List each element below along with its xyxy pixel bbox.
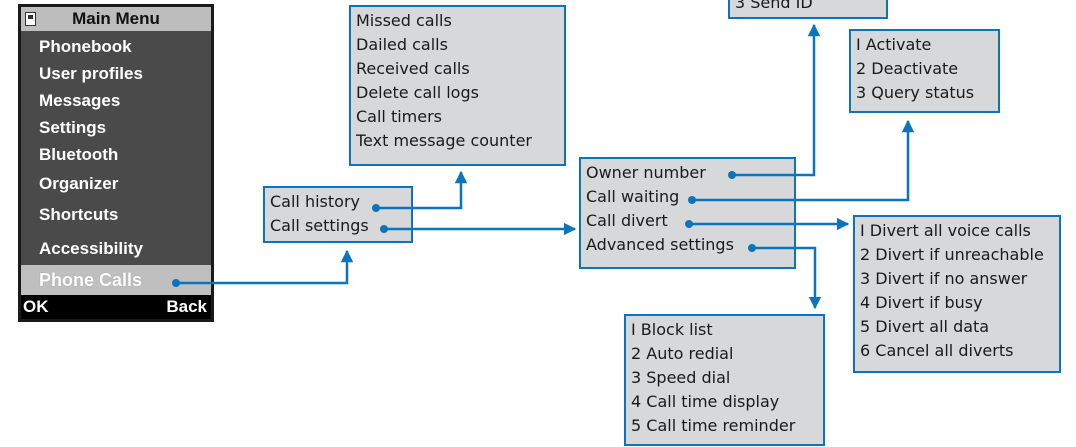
dot-phone-calls — [172, 279, 180, 287]
menu-item-shortcuts[interactable]: Shortcuts — [39, 205, 119, 224]
dot-owner-number — [728, 171, 736, 179]
missed-calls-item[interactable]: Missed calls — [356, 11, 452, 30]
softkey-bar: OK Back — [21, 295, 211, 319]
call-history-menu-box: Missed calls Dailed calls Received calls… — [349, 5, 566, 166]
connector-owner-number — [732, 23, 821, 177]
call-waiting-menu-box: I Activate 2 Deactivate 3 Query status — [849, 29, 1000, 113]
divert-if-busy-item[interactable]: 4 Divert if busy — [860, 293, 983, 312]
menu-item-organizer[interactable]: Organizer — [39, 174, 119, 193]
auto-redial-item[interactable]: 2 Auto redial — [631, 344, 734, 363]
dot-call-settings — [380, 225, 388, 233]
connector-phone-calls — [176, 249, 354, 285]
speed-dial-item[interactable]: 3 Speed dial — [631, 368, 731, 387]
menu-item-messages[interactable]: Messages — [39, 91, 121, 110]
dot-call-divert — [685, 220, 693, 228]
menu-item-settings[interactable]: Settings — [39, 118, 107, 137]
dialed-calls-item[interactable]: Dailed calls — [356, 35, 448, 54]
dot-advanced-settings — [748, 244, 756, 252]
advanced-settings-item[interactable]: Advanced settings — [586, 235, 734, 254]
divert-all-data-item[interactable]: 5 Divert all data — [860, 317, 990, 336]
owner-number-menu-box: 3 Send ID — [728, 0, 888, 19]
call-divert-item[interactable]: Call divert — [586, 211, 668, 230]
back-softkey[interactable]: Back — [166, 297, 207, 316]
sim-card-icon — [25, 12, 36, 26]
connector-call-waiting — [692, 119, 915, 202]
phone-main-menu: Main Menu Phonebook User profiles Messag… — [18, 4, 214, 322]
advanced-settings-menu-box: I Block list 2 Auto redial 3 Speed dial … — [624, 314, 825, 446]
menu-item-phonebook[interactable]: Phonebook — [39, 37, 132, 56]
deactivate-item[interactable]: 2 Deactivate — [856, 59, 959, 78]
menu-item-bluetooth[interactable]: Bluetooth — [39, 145, 119, 164]
menu-item-user-profiles[interactable]: User profiles — [39, 64, 143, 83]
call-settings-item[interactable]: Call settings — [270, 216, 369, 235]
owner-number-item[interactable]: Owner number — [586, 163, 706, 182]
connector-advanced-settings — [752, 246, 822, 310]
text-message-counter-item[interactable]: Text message counter — [356, 131, 532, 150]
call-timers-item[interactable]: Call timers — [356, 107, 443, 126]
query-status-item[interactable]: 3 Query status — [856, 83, 975, 102]
ok-softkey[interactable]: OK — [23, 297, 49, 316]
call-time-display-item[interactable]: 4 Call time display — [631, 392, 780, 411]
cancel-all-diverts-item[interactable]: 6 Cancel all diverts — [860, 341, 1014, 360]
dot-call-history — [372, 204, 380, 212]
call-history-item[interactable]: Call history — [270, 192, 360, 211]
activate-item[interactable]: I Activate — [856, 35, 932, 54]
menu-item-accessibility[interactable]: Accessibility — [39, 239, 143, 258]
received-calls-item[interactable]: Received calls — [356, 59, 470, 78]
send-id-item[interactable]: 3 Send ID — [735, 0, 813, 12]
dot-call-waiting — [688, 196, 696, 204]
call-waiting-item[interactable]: Call waiting — [586, 187, 680, 206]
connector-call-history — [376, 170, 468, 210]
phone-calls-menu-box: Call history Call settings — [263, 186, 413, 243]
delete-call-logs-item[interactable]: Delete call logs — [356, 83, 479, 102]
block-list-item[interactable]: I Block list — [631, 320, 713, 339]
main-menu-title: Main Menu — [72, 9, 160, 28]
call-time-reminder-item[interactable]: 5 Call time reminder — [631, 416, 796, 435]
divert-if-unreachable-item[interactable]: 2 Divert if unreachable — [860, 245, 1044, 264]
divert-if-no-answer-item[interactable]: 3 Divert if no answer — [860, 269, 1028, 288]
call-divert-menu-box: I Divert all voice calls 2 Divert if unr… — [853, 215, 1061, 373]
selected-item-label: Phone Calls — [39, 270, 143, 290]
divert-all-voice-calls-item[interactable]: I Divert all voice calls — [860, 221, 1031, 240]
main-menu-titlebar: Main Menu — [21, 7, 211, 31]
